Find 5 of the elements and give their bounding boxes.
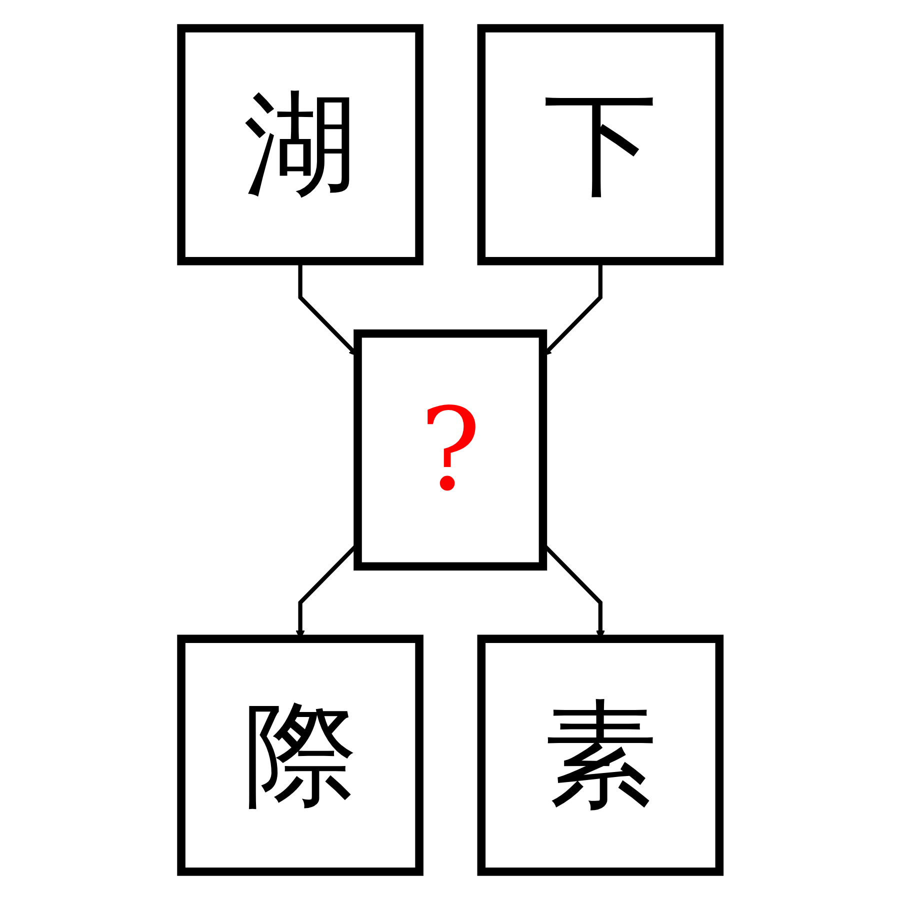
node-box: 下 <box>476 24 724 266</box>
node-box: ? <box>353 329 547 571</box>
node-box: 湖 <box>176 24 424 266</box>
node-box: 際 <box>176 634 424 876</box>
node-box: 素 <box>476 634 724 876</box>
